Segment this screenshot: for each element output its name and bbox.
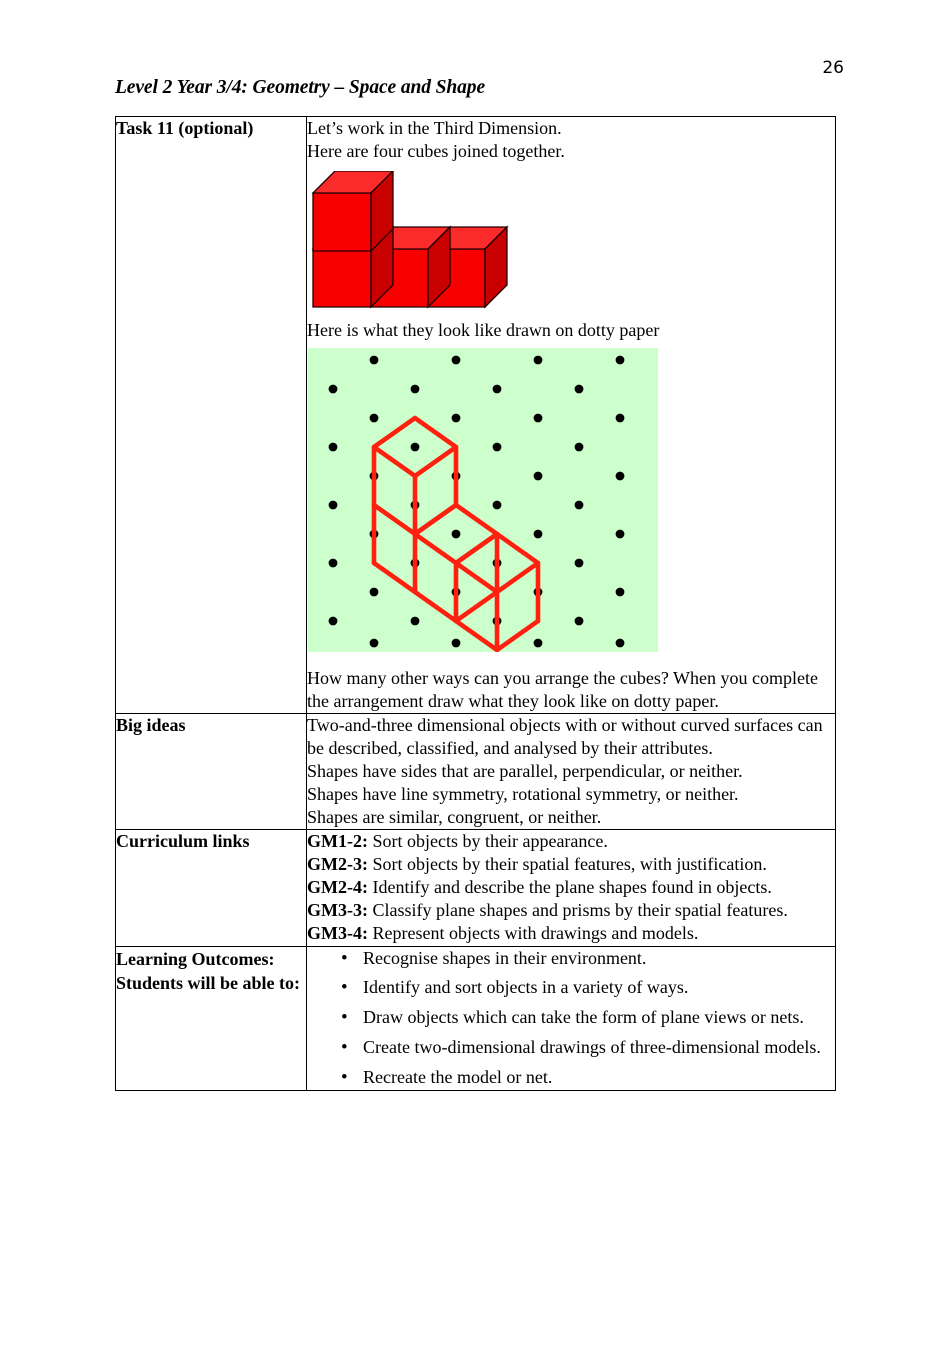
row-body-curriculum-links: GM1-2: Sort objects by their appearance.… (306, 829, 836, 947)
list-item: Draw objects which can take the form of … (307, 1005, 835, 1030)
curriculum-text: Sort objects by their appearance. (367, 831, 608, 852)
curriculum-code: GM2-4: (307, 877, 368, 898)
curriculum-text: Represent objects with drawings and mode… (367, 923, 699, 944)
table-row-learning-outcomes: Learning Outcomes: Students will be able… (115, 945, 836, 1092)
row-body-task: Let’s work in the Third Dimension. Here … (306, 115, 836, 715)
row-body-big-ideas: Two-and-three dimensional objects with o… (306, 713, 836, 831)
list-item: Identify and sort objects in a variety o… (307, 975, 835, 1000)
dotty-paper-figure (308, 348, 835, 658)
table-row-big-ideas: Big ideas Two-and-three dimensional obje… (115, 713, 836, 831)
task-intro-line-1: Let’s work in the Third Dimension. (307, 118, 562, 138)
curriculum-text: Classify plane shapes and prisms by thei… (367, 900, 788, 921)
curriculum-link-item: GM2-4: Identify and describe the plane s… (307, 876, 835, 899)
list-item: Create two-dimensional drawings of three… (307, 1035, 835, 1060)
curriculum-code: GM3-3: (307, 900, 368, 921)
list-item: Recreate the model or net. (307, 1065, 835, 1090)
four-cubes-3d-icon (312, 171, 508, 308)
isometric-dotty-grid-icon (308, 348, 658, 653)
big-idea-line: Shapes have sides that are parallel, per… (307, 761, 743, 782)
row-label-learning-outcomes: Learning Outcomes: Students will be able… (115, 945, 307, 1092)
table-row-curriculum-links: Curriculum links GM1-2: Sort objects by … (115, 829, 836, 947)
curriculum-link-item: GM2-3: Sort objects by their spatial fea… (307, 853, 835, 876)
curriculum-code: GM2-3: (307, 854, 368, 875)
row-body-learning-outcomes: Recognise shapes in their environment. I… (306, 945, 836, 1092)
task-closing-text: How many other ways can you arrange the … (307, 668, 818, 712)
curriculum-link-item: GM3-3: Classify plane shapes and prisms … (307, 899, 835, 922)
table-row-task: Task 11 (optional) Let’s work in the Thi… (115, 115, 836, 715)
row-label-curriculum-links: Curriculum links (115, 829, 307, 947)
curriculum-code: GM1-2: (307, 831, 368, 852)
big-idea-line: Two-and-three dimensional objects with o… (307, 715, 823, 759)
curriculum-link-item: GM3-4: Represent objects with drawings a… (307, 922, 835, 945)
list-item: Recognise shapes in their environment. (307, 946, 835, 971)
page-number: 26 (822, 58, 844, 78)
big-idea-line: Shapes have line symmetry, rotational sy… (307, 784, 739, 805)
curriculum-link-item: GM1-2: Sort objects by their appearance. (307, 830, 835, 853)
red-isometric-wireframe (371, 415, 541, 653)
big-idea-line: Shapes are similar, congruent, or neithe… (307, 807, 602, 828)
row-label-task: Task 11 (optional) (115, 115, 307, 715)
page-title: Level 2 Year 3/4: Geometry – Space and S… (115, 77, 486, 98)
task-intro-line-2: Here are four cubes joined together. (307, 141, 565, 162)
red-cube-stack-figure (309, 171, 835, 311)
curriculum-text: Sort objects by their spatial features, … (367, 854, 767, 875)
curriculum-code: GM3-4: (307, 923, 368, 944)
lesson-plan-table: Task 11 (optional) Let’s work in the Thi… (115, 115, 836, 1092)
task-intro: Let’s work in the Third Dimension. Here … (307, 117, 835, 163)
learning-outcomes-list: Recognise shapes in their environment. I… (307, 946, 835, 1090)
dotty-paper-caption: Here is what they look like drawn on dot… (307, 320, 660, 341)
curriculum-text: Identify and describe the plane shapes f… (367, 877, 772, 898)
row-label-big-ideas: Big ideas (115, 713, 307, 831)
dot-lattice (328, 355, 625, 648)
